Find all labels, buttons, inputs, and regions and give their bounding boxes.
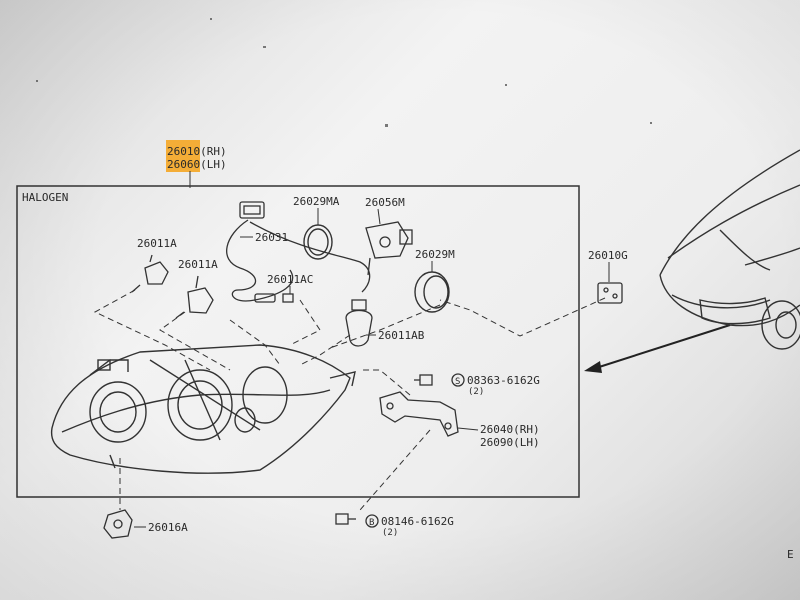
part-label-26011AB: 26011AB (378, 329, 425, 342)
part-label-26011AC: 26011AC (267, 273, 313, 286)
leader-26056M (377, 208, 381, 225)
part-qty-08363: (2) (468, 387, 484, 397)
location-arrow (584, 324, 731, 373)
part-label-26040-rh: 26040(RH) (480, 423, 540, 436)
bolt-marker-b: B (369, 518, 374, 528)
part-label-26056M: 26056M (365, 196, 405, 209)
part-label-26029M: 26029M (415, 248, 455, 261)
assembly-number-highlight (166, 140, 200, 172)
screw-08363 (414, 373, 465, 387)
car-outline (659, 149, 800, 350)
assembly-number-lh: 26060(LH) (167, 158, 227, 171)
assembly-number-rh: 26010(RH) (167, 145, 227, 158)
part-label-26011A-left: 26011A (137, 237, 177, 250)
part-label-08146: 08146-6162G (381, 515, 454, 528)
leader-26040 (457, 427, 479, 431)
bulb-26011A-right (175, 275, 214, 319)
part-label-26031: 26031 (255, 231, 288, 244)
socket-26056M (365, 221, 413, 276)
seal-26029MA (303, 224, 333, 260)
part-label-26029MA: 26029MA (293, 195, 340, 208)
adjuster-26016A (103, 509, 133, 539)
bulb-26011A-left (131, 254, 169, 293)
part-label-26010G: 26010G (588, 249, 628, 262)
bolt-08146 (335, 513, 379, 528)
part-label-26016A: 26016A (148, 521, 188, 534)
grommet-26010G (597, 282, 623, 304)
harness-26031 (226, 201, 371, 303)
part-label-26090-lh: 26090(LH) (480, 436, 540, 449)
seal-26029M (414, 271, 450, 313)
page-edge-letter: E (787, 548, 794, 561)
part-qty-08146: (2) (382, 528, 398, 538)
dust-specks (36, 18, 652, 127)
part-label-26011A-right: 26011A (178, 258, 218, 271)
bulb-26011AB (345, 299, 373, 347)
bracket-26040 (379, 391, 459, 437)
part-label-08363: 08363-6162G (467, 374, 540, 387)
screw-marker-s: S (455, 377, 460, 387)
headlamp-housing (50, 344, 356, 474)
halogen-section-label: HALOGEN (22, 191, 68, 204)
halogen-frame (16, 185, 580, 498)
dashed-leaders (93, 289, 606, 511)
